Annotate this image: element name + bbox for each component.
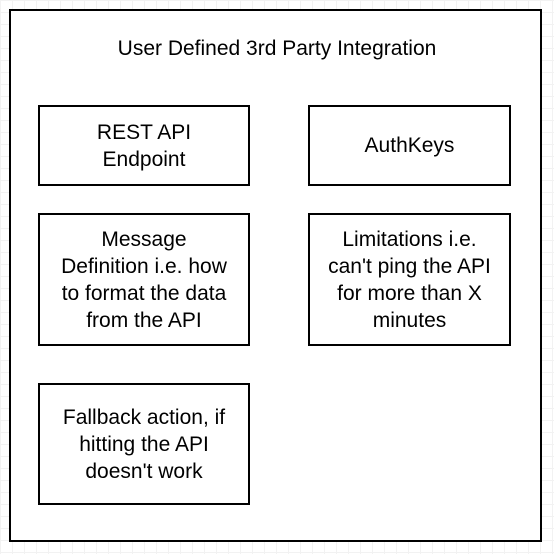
diagram-title: User Defined 3rd Party Integration <box>117 37 437 60</box>
box-text-line: to format the data <box>61 281 227 305</box>
box-text-line: hitting the API <box>79 432 209 456</box>
fallback-action-box: Fallback action, if hitting the API does… <box>38 383 250 505</box>
box-text-line: minutes <box>372 308 447 332</box>
message-definition-box: Message Definition i.e. how to format th… <box>38 213 250 346</box>
limitations-box: Limitations i.e. can't ping the API for … <box>308 213 511 346</box>
box-text-line: Definition i.e. how <box>61 254 227 278</box>
box-text-line: Fallback action, if <box>62 405 226 429</box>
box-text-line: for more than X <box>337 281 482 305</box>
box-text-line: Limitations i.e. <box>342 227 477 251</box>
box-text-line: doesn't work <box>85 459 203 483</box>
box-text-line: from the API <box>86 308 202 332</box>
box-text-line: can't ping the API <box>328 254 491 278</box>
box-text-line: REST API <box>96 120 192 144</box>
box-text-line: Message <box>101 227 187 251</box>
box-text-line: Endpoint <box>102 147 186 171</box>
authkeys-box: AuthKeys <box>308 105 511 186</box>
rest-api-endpoint-box: REST API Endpoint <box>38 105 250 186</box>
box-text-line: AuthKeys <box>364 134 455 157</box>
